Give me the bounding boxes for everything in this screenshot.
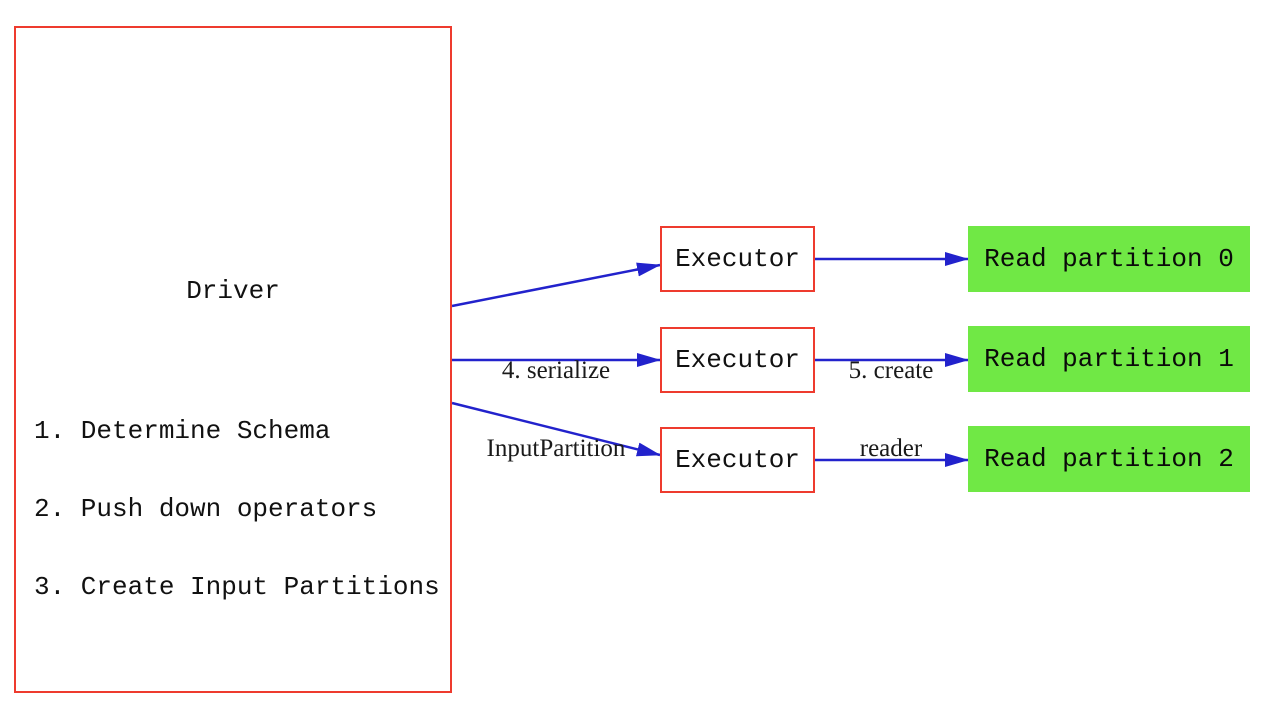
driver-title: Driver [186,276,280,306]
edge-label-create-reader: 5. create reader [811,306,971,514]
edge-label-line: 5. create [848,357,934,384]
executor-box-1: Executor [660,327,815,393]
driver-box: Driver 1. Determine Schema 2. Push down … [14,26,452,693]
read-partition-box-0: Read partition 0 [968,226,1250,292]
read-partition-label: Read partition 1 [984,344,1234,374]
read-partition-box-1: Read partition 1 [968,326,1250,392]
edge-label-line: InputPartition [486,435,626,462]
read-partition-label: Read partition 0 [984,244,1234,274]
edge-label-line: reader [859,435,923,462]
driver-step: 3. Create Input Partitions [34,572,440,602]
driver-step: 2. Push down operators [34,494,378,524]
executor-box-0: Executor [660,226,815,292]
driver-step: 1. Determine Schema [34,416,331,446]
driver-steps: 1. Determine Schema 2. Push down operato… [34,366,440,652]
executor-label: Executor [675,244,800,274]
executor-box-2: Executor [660,427,815,493]
edge-label-line: 4. serialize [501,357,611,384]
executor-label: Executor [675,345,800,375]
read-partition-box-2: Read partition 2 [968,426,1250,492]
read-partition-label: Read partition 2 [984,444,1234,474]
edge-label-serialize-inputpartition: 4. serialize InputPartition [445,306,667,514]
executor-label: Executor [675,445,800,475]
arrow-driver-to-executor-0 [451,262,661,308]
